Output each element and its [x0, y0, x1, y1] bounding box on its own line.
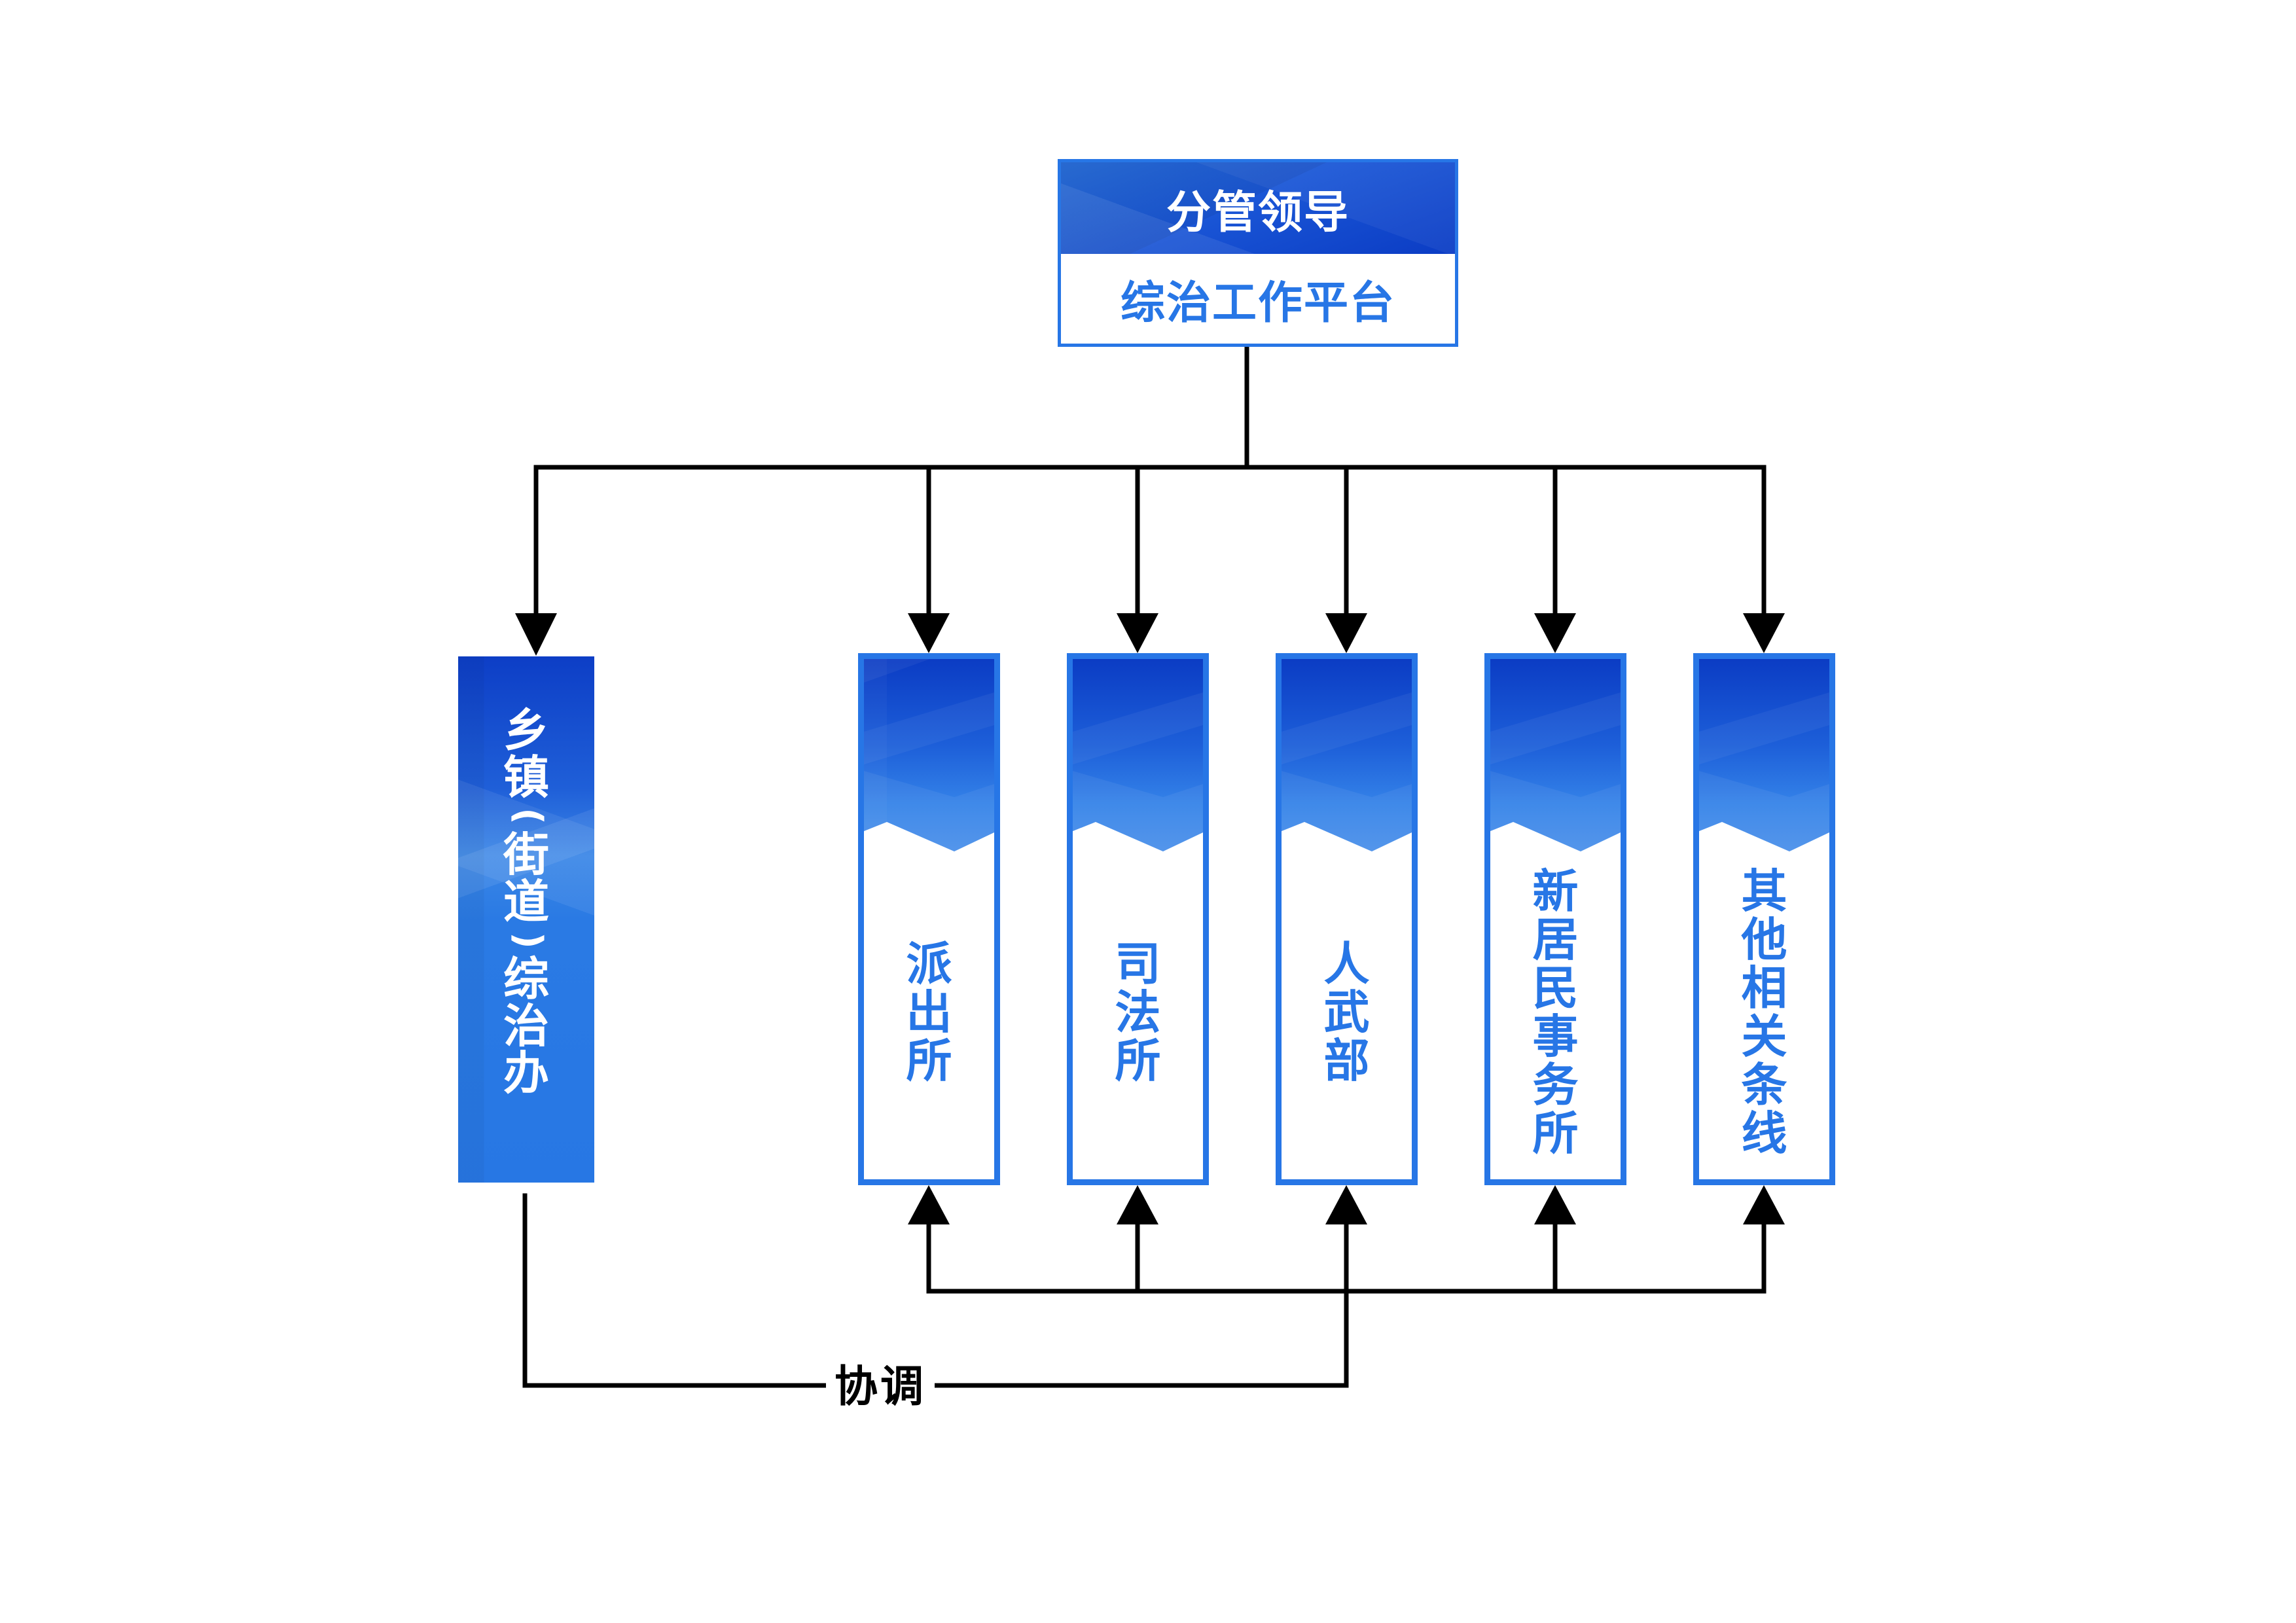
dept-char: 派: [906, 936, 952, 991]
left-node-label: 乡 镇 ( 街 道 ) 综 治 办: [458, 656, 594, 1183]
dept-char: 所: [1115, 1033, 1161, 1088]
dept-char: 条: [1741, 1058, 1787, 1112]
dept-char: 人: [1323, 936, 1370, 991]
left-node-char: 道: [503, 875, 549, 929]
dept-label: 派 出 所: [864, 850, 994, 1179]
arrow-down-icon: [908, 613, 950, 653]
top-node-header-band: [1061, 162, 1455, 254]
dept-char: 所: [1532, 1106, 1579, 1160]
arrow-up-icon: [1743, 1185, 1785, 1224]
dept-node-armed-forces: 人 武 部: [1276, 653, 1418, 1185]
top-node-title: 分管领导: [1166, 187, 1350, 239]
dept-char: 新: [1532, 864, 1579, 918]
left-node-char: ): [507, 932, 550, 949]
dept-label: 人 武 部: [1282, 850, 1412, 1179]
left-node-char: 镇: [503, 751, 549, 804]
top-node-leadership: 分管领导 综治工作平台: [1058, 159, 1458, 347]
arrow-down-icon: [1534, 613, 1576, 653]
dept-char: 法: [1115, 985, 1161, 1039]
dept-header-band: [1073, 659, 1203, 851]
arrow-up-icon: [1534, 1185, 1576, 1224]
left-node-char: (: [507, 808, 550, 825]
dept-node-judicial-office: 司 法 所: [1067, 653, 1209, 1185]
arrow-down-icon: [1325, 613, 1367, 653]
dept-header-band: [1282, 659, 1412, 851]
dept-char: 线: [1741, 1106, 1787, 1160]
arrow-down-icon: [1743, 613, 1785, 653]
dept-char: 关: [1741, 1009, 1787, 1063]
dept-char: 务: [1532, 1058, 1579, 1112]
dept-char: 出: [906, 985, 952, 1039]
arrow-up-icon: [1325, 1185, 1367, 1224]
dept-char: 民: [1532, 961, 1579, 1015]
dept-node-police-station: 派 出 所: [858, 653, 1000, 1185]
left-node-char: 综: [503, 952, 549, 1006]
dept-node-new-residents-office: 新 居 民 事 务 所: [1484, 653, 1626, 1185]
top-node-subtitle: 综治工作平台: [1120, 277, 1395, 329]
dept-header-band: [1490, 659, 1621, 851]
dept-label: 司 法 所: [1073, 850, 1203, 1179]
arrow-down-icon: [515, 613, 557, 656]
dept-header-band: [1699, 659, 1829, 851]
left-node-township-office: 乡 镇 ( 街 道 ) 综 治 办: [458, 656, 594, 1183]
left-node-char: 治: [503, 999, 549, 1053]
arrow-up-icon: [1117, 1185, 1158, 1224]
arrow-down-icon: [1117, 613, 1158, 653]
dept-char: 司: [1115, 936, 1161, 991]
dept-char: 事: [1532, 1009, 1579, 1063]
dept-header-band: [864, 659, 994, 851]
dept-char: 他: [1741, 912, 1787, 967]
dept-char: 居: [1532, 912, 1579, 967]
arrow-up-icon: [908, 1185, 950, 1224]
dept-char: 所: [906, 1033, 952, 1088]
dept-char: 其: [1741, 864, 1787, 918]
left-node-char: 办: [503, 1046, 549, 1100]
left-node-char: 乡: [503, 704, 549, 757]
dept-char: 部: [1323, 1033, 1370, 1088]
dept-node-other-related-lines: 其 他 相 关 条 线: [1693, 653, 1835, 1185]
dept-label: 新 居 民 事 务 所: [1490, 850, 1621, 1179]
left-node-char: 街: [503, 828, 549, 882]
dept-char: 武: [1323, 985, 1370, 1039]
coordination-label: 协调: [826, 1357, 935, 1412]
dept-char: 相: [1741, 961, 1787, 1015]
dept-label: 其 他 相 关 条 线: [1699, 850, 1829, 1179]
